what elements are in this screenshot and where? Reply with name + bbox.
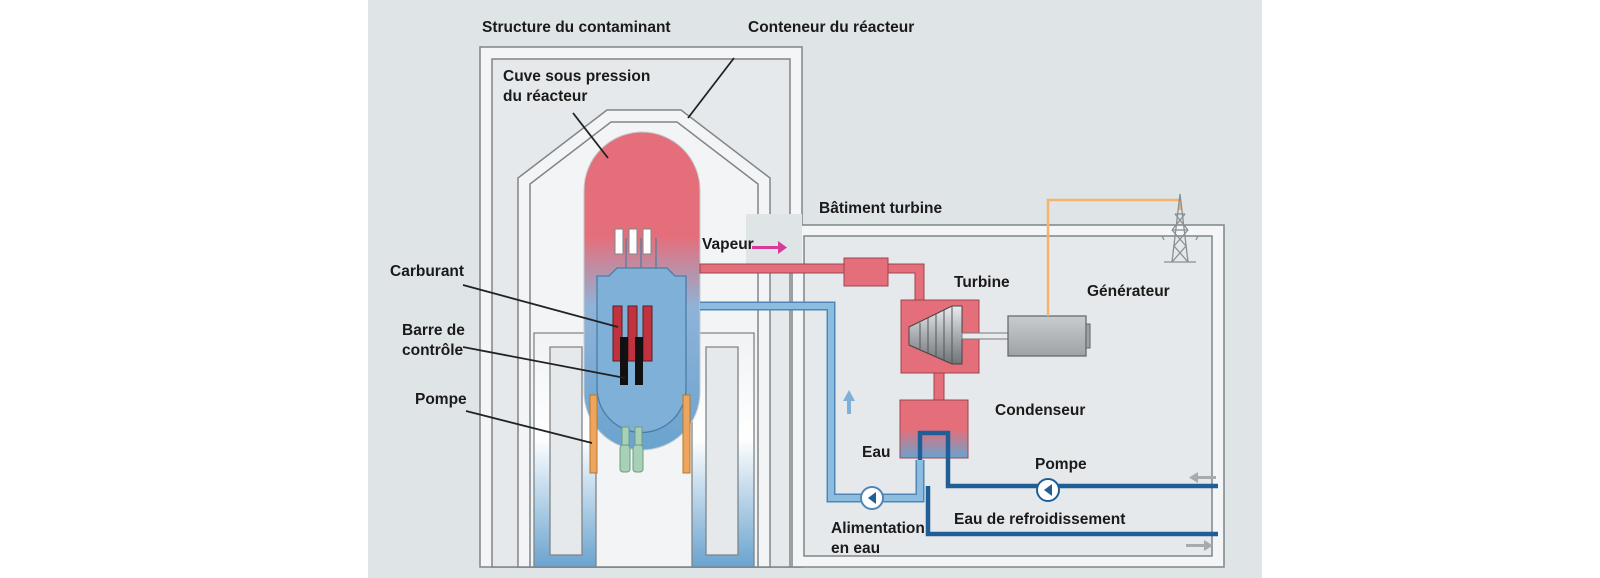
- recirculation-pumps: [589, 394, 691, 474]
- generator: [1007, 315, 1087, 357]
- label-water: Eau: [862, 444, 891, 461]
- label-control-rod-line2: contrôle: [402, 342, 464, 359]
- label-generator: Générateur: [1087, 283, 1170, 300]
- label-condenser: Condenseur: [995, 402, 1086, 419]
- label-cooling-water: Eau de refroidissement: [954, 511, 1126, 528]
- steam-pipe: [699, 263, 849, 274]
- condenser: [899, 399, 969, 459]
- leader-lines: [462, 57, 735, 444]
- label-pump-left: Pompe: [415, 391, 467, 408]
- suppression-pool-left: [533, 332, 597, 568]
- power-line: [1046, 198, 1182, 316]
- transmission-tower-icon: [1161, 193, 1199, 263]
- steam-arrow: [752, 241, 787, 254]
- label-turbine: Turbine: [954, 274, 1010, 291]
- label-feed-water-line1: Alimentation: [831, 520, 925, 537]
- steam-passage: [746, 214, 802, 264]
- bwr-diagram-panel: Structure du contaminant Conteneur du ré…: [368, 0, 1262, 578]
- label-containment-structure: Structure du contaminant: [482, 19, 671, 36]
- cooling-pump-icon: [1036, 478, 1060, 502]
- label-pressure-vessel-line2: du réacteur: [503, 88, 588, 105]
- label-pump-right: Pompe: [1035, 456, 1087, 473]
- fuel-assemblies: [612, 305, 653, 362]
- turbine-exhaust: [933, 372, 945, 402]
- feedwater-pump-icon: [860, 486, 884, 510]
- suppression-pool-right: [691, 332, 755, 568]
- label-turbine-building: Bâtiment turbine: [819, 200, 943, 217]
- generator-cap: [1085, 323, 1091, 349]
- cooling-water-out-arrow: [1186, 540, 1213, 551]
- label-reactor-container: Conteneur du réacteur: [748, 19, 915, 36]
- steam-separators: [614, 228, 652, 255]
- label-control-rod-line1: Barre de: [402, 322, 465, 339]
- steam-valve: [843, 257, 889, 287]
- cooling-water-return: [925, 486, 1218, 537]
- label-fuel: Carburant: [390, 263, 465, 280]
- label-feed-water-line2: en eau: [831, 540, 881, 557]
- cooling-water-in-arrow: [1189, 472, 1216, 483]
- control-rods: [620, 337, 643, 385]
- control-rod-drives: [619, 426, 644, 473]
- label-steam: Vapeur: [702, 236, 754, 253]
- feedwater-pipe: [700, 303, 923, 501]
- bwr-diagram: [462, 46, 1225, 568]
- turbine-rotor: [908, 305, 1013, 365]
- water-flow-arrow: [843, 390, 855, 414]
- label-pressure-vessel-line1: Cuve sous pression: [503, 68, 651, 85]
